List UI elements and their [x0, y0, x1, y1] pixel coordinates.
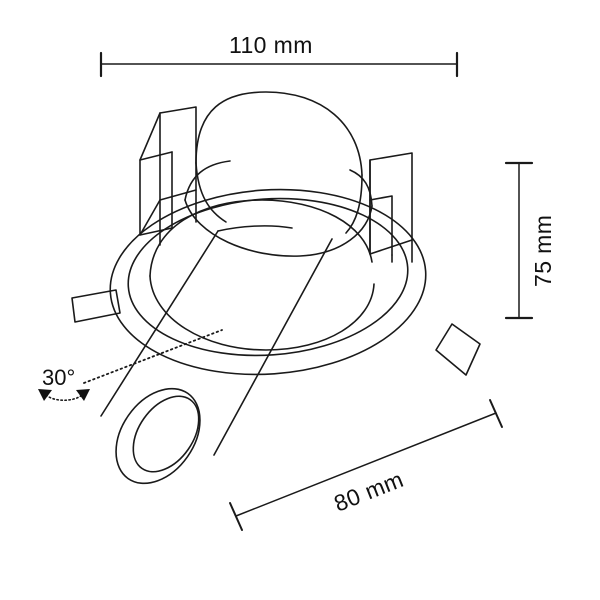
angle-marker-30 [45, 394, 83, 402]
mount-tab-right [435, 323, 481, 376]
dimension-label-height: 75 mm [530, 215, 556, 287]
axis-reference-line [83, 329, 223, 384]
dimension-width-110 [99, 51, 459, 78]
dome-body [184, 91, 373, 257]
inner-cone [149, 199, 375, 351]
trim-ring [109, 188, 427, 376]
angle-arrowheads [38, 389, 90, 401]
dimension-label-width: 110 mm [229, 32, 313, 58]
tilt-barrel [100, 225, 333, 485]
dimension-depth-80 [229, 399, 503, 531]
spring-clip-left [139, 106, 197, 246]
mount-tab-left [71, 289, 121, 323]
spring-clip-right [369, 152, 413, 263]
dimension-height-75 [504, 161, 534, 320]
dimension-label-angle: 30° [42, 365, 75, 390]
